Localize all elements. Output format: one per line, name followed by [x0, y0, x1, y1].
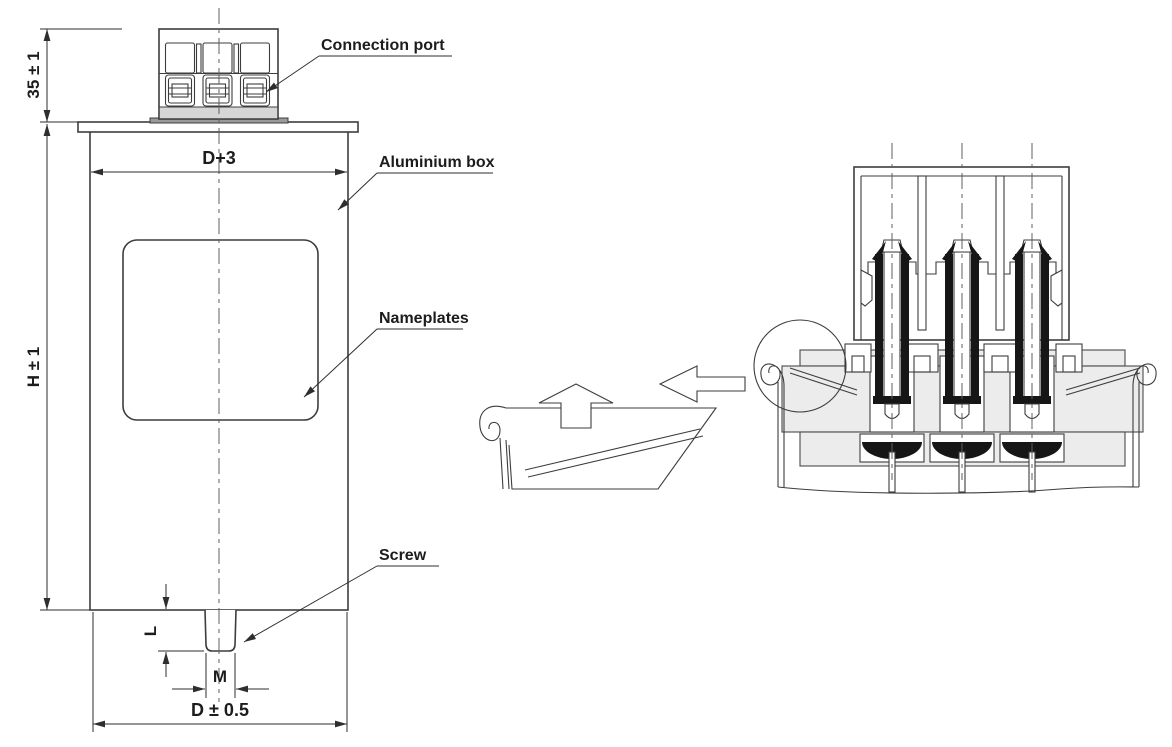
mounting-screw: [204, 609, 237, 652]
label-screw: Screw: [379, 547, 427, 564]
lid-seam-section: [760, 363, 1157, 494]
terminal-slot: [233, 43, 240, 74]
latch-detail: [1050, 269, 1063, 307]
rolled-seam-right: [1132, 363, 1157, 387]
channel-step: [991, 355, 1009, 373]
terminal-window: [239, 42, 271, 74]
channel-section: [844, 343, 872, 373]
detail-circle: [753, 319, 847, 413]
channel-section: [983, 343, 1017, 373]
section-view: [479, 143, 1157, 494]
dimensions: 35 ± 1 H ± 1 D+3 L M D ± 0.5: [24, 28, 348, 732]
can-break-line: [777, 486, 1140, 494]
label-aluminium-box: Aluminium box: [379, 154, 495, 171]
callouts: Connection port Aluminium box Nameplates…: [243, 37, 495, 643]
leader-screw: [243, 565, 378, 643]
seam-inner-sheet: [527, 435, 704, 478]
dim-screw-thread: M: [213, 667, 227, 686]
dim-bottom-width: D ± 0.5: [191, 700, 249, 720]
terminal-window: [164, 42, 196, 74]
seam-wall: [499, 437, 504, 490]
channel-step: [1062, 355, 1076, 373]
channel-step: [913, 355, 931, 373]
seam-pan-outline: [506, 407, 718, 490]
channel-section: [905, 343, 939, 373]
seam-inner-sheet: [524, 428, 701, 471]
lid-sheet: [1065, 367, 1141, 391]
label-nameplates: Nameplates: [379, 310, 469, 327]
dim-top-width: D+3: [202, 148, 236, 168]
dim-body-height: H ± 1: [24, 347, 43, 388]
leader-aluminium-box: [337, 172, 378, 211]
housing-divider: [917, 175, 927, 331]
seam-wall: [505, 439, 510, 490]
rolled-seam-left: [760, 363, 785, 387]
front-view: 35 ± 1 H ± 1 D+3 L M D ± 0.5 Connection …: [24, 8, 495, 732]
leader-connection-port: [265, 55, 320, 93]
dim-terminal-height: 35 ± 1: [24, 51, 43, 98]
dim-screw-length: L: [141, 626, 160, 636]
terminal-window: [202, 42, 233, 74]
label-connection-port: Connection port: [321, 37, 445, 54]
latch-detail: [860, 269, 873, 307]
nameplate-area: [122, 239, 319, 421]
lid-sheet: [1065, 372, 1141, 396]
channel-section: [1055, 343, 1083, 373]
vent-up-arrow: [538, 383, 614, 429]
detail-reference-arrow: [658, 365, 746, 403]
housing-divider: [995, 175, 1005, 331]
seam-detail-view: [479, 383, 718, 490]
lid-sheet: [789, 367, 858, 391]
terminal-slot: [195, 43, 202, 74]
leader-nameplates: [303, 328, 378, 398]
channel-step: [851, 355, 865, 373]
lid-sheet: [789, 372, 858, 396]
chamber-shelf: [926, 261, 996, 275]
seam-curl: [479, 405, 507, 442]
